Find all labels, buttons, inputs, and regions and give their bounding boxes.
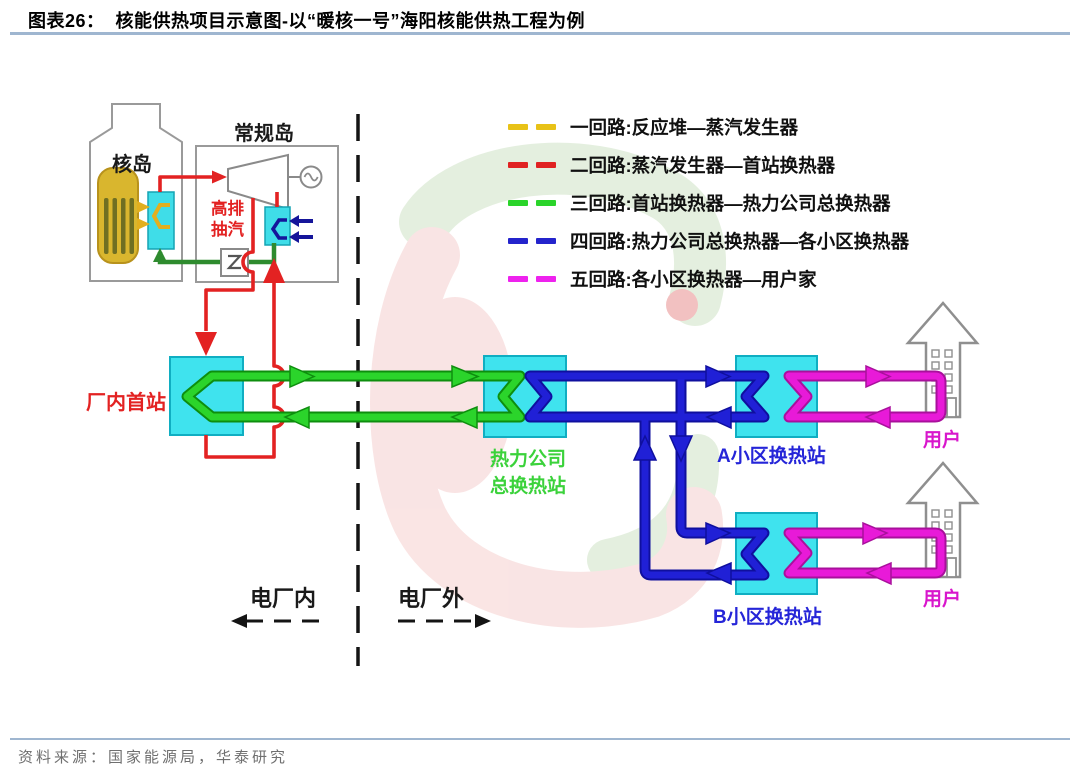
user-a-label: 用户 — [923, 430, 962, 451]
legend-item-loop5: 五回路:各小区换热器—用户家 — [508, 268, 909, 290]
loop5-flow-arrows — [862, 364, 892, 586]
legend-label-loop2: 二回路:蒸汽发生器—首站换热器 — [570, 155, 836, 176]
loop4-dash-icon — [508, 238, 528, 244]
central-station-label: 热力公司总换热站 — [489, 449, 566, 497]
central-station-box — [483, 355, 567, 438]
legend-label-loop3: 三回路:首站换热器—热力公司总换热器 — [570, 193, 891, 214]
heater-navy-coil — [270, 215, 313, 243]
first-station-box — [169, 356, 244, 436]
title-underline — [10, 32, 1070, 35]
loop2-red-arrows — [195, 170, 285, 356]
legend: 一回路:反应堆—蒸汽发生器 二回路:蒸汽发生器—首站换热器 三回路:首站换热器—… — [508, 116, 909, 306]
loop2-dash-icon — [508, 162, 528, 168]
steam-generator-box — [147, 191, 175, 250]
outside-plant-arrow — [398, 614, 491, 628]
legend-item-loop4: 四回路:热力公司总换热器—各小区换热器 — [508, 230, 909, 252]
loop4-blue-pipes — [524, 370, 770, 581]
loop1-yellow-coil — [137, 201, 170, 230]
loop5-dash-icon — [508, 276, 528, 282]
legend-item-loop2: 二回路:蒸汽发生器—首站换热器 — [508, 154, 909, 176]
hp-extraction-label: 高排抽汽 — [211, 200, 244, 239]
footer-rule — [10, 738, 1070, 740]
inside-plant-label: 电厂内 — [250, 586, 317, 611]
source-note: 资料来源：国家能源局，华泰研究 — [18, 750, 289, 766]
loop4-dash-icon — [536, 238, 556, 244]
loop3-dash-icon — [536, 200, 556, 206]
first-station-label: 厂内首站 — [86, 392, 166, 414]
loop2-red-pipes — [158, 175, 286, 459]
generator-squiggle — [303, 172, 319, 182]
conventional-island-label: 常规岛 — [234, 123, 294, 145]
reactor-rods — [104, 198, 134, 254]
loop3-flow-arrows — [283, 364, 481, 430]
loop5-dash-icon — [536, 276, 556, 282]
station-a-label: A小区换热站 — [717, 446, 826, 467]
loop1-dash-icon — [508, 124, 528, 130]
loop1-dash-icon — [536, 124, 556, 130]
legend-label-loop5: 五回路:各小区换热器—用户家 — [570, 269, 817, 290]
figure-title: 图表26： 核能供热项目示意图-以“暖核一号”海阳核能供热工程为例 — [28, 11, 586, 31]
station-b-label: B小区换热站 — [713, 607, 822, 628]
loop3-dash-icon — [508, 200, 528, 206]
legend-label-loop4: 四回路:热力公司总换热器—各小区换热器 — [570, 231, 910, 252]
legend-item-loop1: 一回路:反应堆—蒸汽发生器 — [508, 116, 909, 138]
inside-plant-arrow — [231, 614, 324, 628]
loop4-flow-arrows — [632, 364, 732, 586]
loop3-green-pipe — [181, 370, 526, 423]
legend-label-loop1: 一回路:反应堆—蒸汽发生器 — [570, 117, 799, 138]
outside-plant-label: 电厂外 — [398, 586, 465, 611]
user-b-label: 用户 — [923, 589, 962, 610]
loop2-dash-icon — [536, 162, 556, 168]
legend-item-loop3: 三回路:首站换热器—热力公司总换热器 — [508, 192, 909, 214]
loop5-magenta-pipes — [783, 370, 947, 579]
nuclear-island-label: 核岛 — [112, 154, 152, 176]
